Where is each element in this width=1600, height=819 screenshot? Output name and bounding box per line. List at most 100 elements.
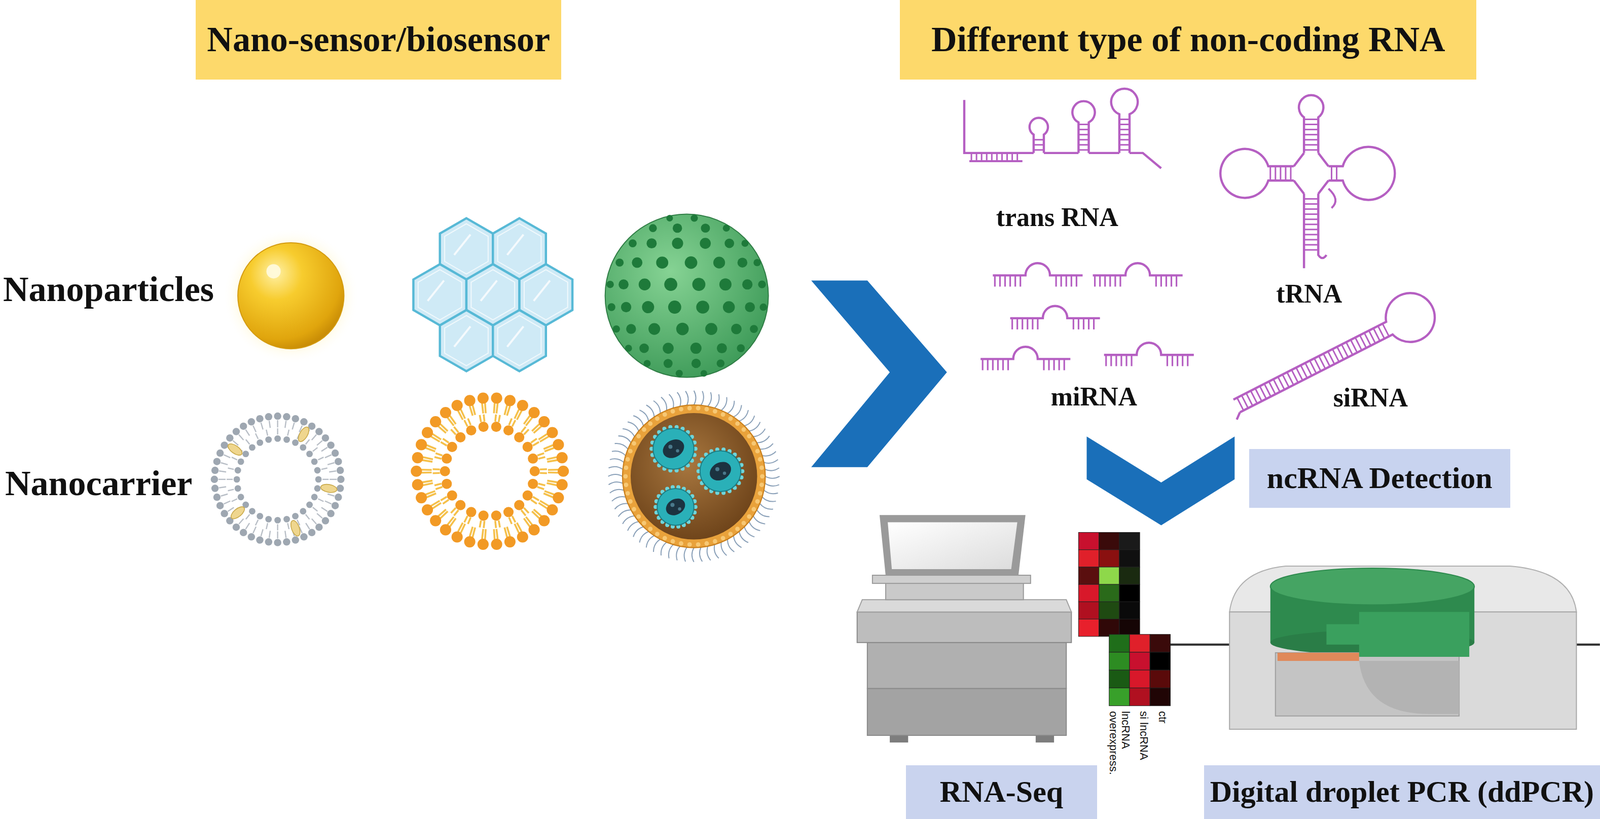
- sirna-hairpin: [1359, 335, 1367, 348]
- liposome: [238, 518, 244, 525]
- heatmap-column-label: ctr: [1155, 711, 1169, 724]
- lipid-vesicle: [425, 491, 435, 495]
- sirna-hairpin: [1287, 372, 1294, 386]
- lipid-vesicle: [415, 492, 427, 504]
- lipid-vesicle: [469, 526, 473, 537]
- lipid-vesicle: [412, 479, 424, 491]
- lipid-vesicle: [491, 421, 502, 432]
- loaded-nanocarrier: [751, 506, 756, 512]
- trans-rna-structure: [969, 160, 1023, 163]
- lipid-vesicle: [440, 442, 447, 446]
- lipid-vesicle: [495, 521, 497, 529]
- mirna-structures: [1105, 354, 1107, 367]
- loaded-nanocarrier: [608, 390, 780, 563]
- trna-cloverleaf: [1303, 223, 1319, 226]
- lipid-vesicle: [503, 425, 514, 436]
- dotted-nanosphere: [675, 370, 683, 378]
- loaded-nanocarrier: [741, 427, 747, 432]
- lipid-vesicle: [529, 466, 540, 477]
- lipid-vesicle: [410, 392, 569, 551]
- loaded-nanocarrier: [622, 428, 635, 438]
- trans-rna-structure: [1078, 149, 1089, 151]
- liposome: [237, 493, 245, 501]
- dotted-nanosphere: [639, 343, 649, 354]
- dotted-nanosphere: [615, 258, 624, 267]
- trna-cloverleaf: [1303, 233, 1319, 236]
- trna-cloverleaf: [1303, 198, 1319, 200]
- liposome: [311, 493, 318, 501]
- mirna-structures: [997, 358, 999, 371]
- trna-cloverleaf: [1303, 203, 1319, 205]
- lipid-vesicle: [528, 407, 540, 419]
- loaded-nanocarrier: [659, 435, 688, 462]
- dotted-nanosphere: [736, 344, 745, 353]
- lipid-vesicle: [422, 483, 433, 486]
- loaded-nanocarrier: [653, 401, 661, 414]
- loaded-nanocarrier: [765, 476, 780, 479]
- lipid-vesicle: [415, 439, 427, 451]
- rna-type-label: tRNA: [1276, 278, 1342, 310]
- loaded-nanocarrier: [715, 467, 720, 472]
- sequencer-machine: [867, 688, 1067, 736]
- trna-cloverleaf: [1298, 95, 1324, 154]
- liposome: [314, 485, 321, 492]
- liposome: [276, 531, 278, 539]
- trans-rna-structure: [970, 153, 973, 162]
- ddpcr-instrument: [1275, 652, 1460, 717]
- mirna-structures: [1042, 358, 1045, 371]
- loaded-nanocarrier: [739, 531, 749, 543]
- trna-cloverleaf: [1303, 218, 1319, 221]
- loaded-nanocarrier: [746, 514, 752, 520]
- liposome: [226, 434, 234, 442]
- lipid-vesicle: [440, 424, 449, 432]
- loaded-nanocarrier: [704, 407, 710, 412]
- loaded-nanocarrier: [735, 526, 740, 532]
- loaded-nanocarrier: [655, 416, 660, 422]
- lipid-vesicle: [440, 466, 451, 477]
- lipid-vesicle: [472, 405, 476, 415]
- mirna-structures: [999, 275, 1001, 287]
- trans-rna-structure: [1119, 123, 1130, 126]
- dotted-nanosphere: [607, 303, 616, 311]
- loaded-nanocarrier: [762, 497, 777, 502]
- lipid-vesicle: [434, 457, 442, 459]
- mirna-structures: [1166, 354, 1169, 367]
- trna-cloverleaf: [1303, 143, 1319, 146]
- lipid-vesicle: [493, 403, 495, 414]
- loaded-nanocarrier: [633, 415, 644, 426]
- gold-nanoparticle: [222, 227, 360, 365]
- liposome: [223, 454, 231, 458]
- mirna-structures: [1082, 318, 1085, 330]
- dotted-nanosphere: [631, 257, 643, 269]
- trans-rna-structure: [1119, 133, 1130, 136]
- dotted-nanosphere: [749, 324, 758, 334]
- liposome: [327, 462, 335, 465]
- dotted-nanosphere: [666, 214, 673, 222]
- lipid-vesicle: [503, 506, 514, 518]
- mirna-structures: [1055, 275, 1058, 287]
- loaded-nanocarrier: [759, 503, 774, 510]
- mirna-structures: [980, 346, 1071, 359]
- lipid-vesicle: [506, 406, 511, 416]
- loaded-nanocarrier: [670, 502, 675, 507]
- lipid-vesicle: [447, 490, 458, 501]
- liposome: [245, 523, 250, 530]
- liposome: [218, 479, 226, 481]
- liposome: [287, 523, 289, 530]
- liposome: [269, 530, 271, 538]
- lipid-vesicle: [546, 426, 558, 439]
- trna-cloverleaf: [1328, 188, 1336, 208]
- trna-cloverleaf: [1269, 166, 1271, 181]
- mirna-structures: [1070, 275, 1073, 287]
- loaded-nanocarrier: [609, 458, 625, 463]
- box-text: ncRNA Detection: [1266, 460, 1493, 496]
- lipid-vesicle: [441, 479, 452, 490]
- mirna-structures: [1010, 306, 1101, 319]
- lipid-vesicle: [522, 490, 533, 501]
- loaded-nanocarrier: [733, 405, 742, 417]
- dotted-nanosphere: [741, 239, 749, 247]
- graphene-sheet: [492, 310, 547, 372]
- lipid-vesicle: [491, 510, 502, 521]
- loaded-nanocarrier: [647, 421, 653, 426]
- heatmap: [1099, 619, 1120, 637]
